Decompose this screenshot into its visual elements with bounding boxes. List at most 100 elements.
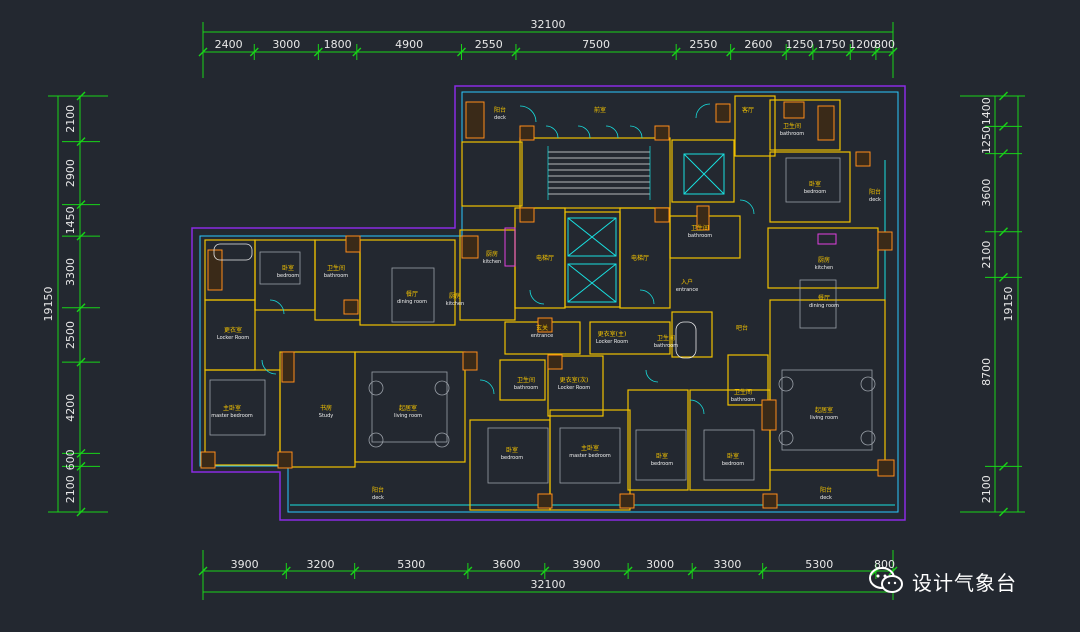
room-name: 厨房 [486, 250, 498, 258]
dimension-slash [999, 91, 1008, 101]
dimension-slash [76, 231, 86, 241]
room-name: 更衣室(次) [560, 376, 589, 384]
dimension-slash [781, 47, 791, 57]
room-english-name: bedroom [501, 455, 523, 461]
elevator-shafts [567, 153, 725, 303]
dimension-label: 2400 [215, 38, 243, 51]
left-dimension-ticks [62, 91, 100, 517]
dimension-label: 2100 [64, 475, 77, 503]
dimension-slash [808, 47, 818, 57]
dimension-slash [999, 461, 1008, 471]
right-total-label: 19150 [1002, 287, 1015, 322]
dimension-label: 3300 [64, 258, 77, 286]
top-dimension-ticks [198, 44, 898, 60]
room-name: 客厅 [742, 106, 754, 114]
dimension-label: 2550 [475, 38, 503, 51]
room-name: 电梯厅 [536, 254, 554, 262]
dimension-label: 7500 [582, 38, 610, 51]
dimension-slash [845, 47, 855, 57]
room-name: 更衣室(主) [598, 330, 627, 338]
dimension-slash [623, 566, 633, 576]
room-name: 阳台 [494, 106, 506, 114]
room-name: 玄关 [536, 324, 548, 332]
room-name: 卫生间 [691, 224, 709, 232]
dimension-slash [76, 507, 86, 517]
room-name: 卧室 [809, 180, 821, 188]
room-english-name: bedroom [277, 273, 299, 279]
interior-walls [204, 95, 886, 511]
bottom-total-label: 32100 [531, 578, 566, 591]
room-name: 主卧室 [223, 404, 241, 412]
room-name: 厨房 [818, 256, 830, 264]
dimension-label: 2100 [64, 105, 77, 133]
dimension-label: 5300 [805, 558, 833, 571]
room-english-name: deck [820, 495, 832, 501]
dimension-label: 4900 [395, 38, 423, 51]
bottom-dimension-ticks [198, 563, 898, 579]
room-name: 阳台 [820, 486, 832, 494]
dimension-slash [999, 227, 1008, 237]
dimension-slash [671, 47, 681, 57]
dimension-label: 1450 [64, 206, 77, 234]
room-english-name: deck [372, 495, 384, 501]
dimension-label: 2100 [980, 475, 993, 503]
room-english-name: kitchen [446, 301, 464, 307]
room-name: 主卧室 [581, 444, 599, 452]
dimension-label: 3600 [980, 179, 993, 207]
dimension-label: 1400 [980, 97, 993, 125]
room-name: 卧室 [656, 452, 668, 460]
room-name: 吧台 [736, 324, 748, 332]
dimension-slash [350, 566, 360, 576]
dimension-label: 1250 [786, 38, 814, 51]
room-english-name: deck [494, 115, 506, 121]
dimension-slash [463, 566, 473, 576]
dimension-slash [999, 121, 1008, 131]
dimension-label: 2500 [64, 321, 77, 349]
room-label: 更衣室(次)Locker Room [558, 376, 590, 391]
room-english-name: bathroom [780, 131, 804, 137]
dimension-slash [76, 200, 86, 210]
dimension-slash [198, 566, 208, 576]
room-label: 电梯厅 [536, 254, 554, 262]
room-english-name: Locker Room [558, 385, 590, 391]
furniture [209, 157, 876, 484]
dimension-label: 3900 [231, 558, 259, 571]
outer-wall-cyan [199, 91, 899, 513]
dimension-slash [76, 303, 86, 313]
dimension-slash [758, 566, 768, 576]
left-dimension-chain [48, 95, 108, 513]
room-name: 起居室 [815, 406, 833, 414]
room-name: 卫生间 [657, 334, 675, 342]
watermark-text: 设计气象台 [912, 570, 1017, 595]
room-name: 书房 [320, 404, 332, 412]
stair [547, 146, 651, 200]
dimension-slash [313, 47, 323, 57]
dimension-label: 3900 [572, 558, 600, 571]
room-label: 电梯厅 [631, 254, 649, 262]
room-english-name: bedroom [804, 189, 826, 195]
dimension-slash [249, 47, 259, 57]
dimension-label: 1200 [849, 38, 877, 51]
dimension-label: 1750 [818, 38, 846, 51]
dimension-label: 1250 [980, 126, 993, 154]
dimension-label: 5300 [397, 558, 425, 571]
room-english-name: master bedroom [569, 453, 611, 459]
